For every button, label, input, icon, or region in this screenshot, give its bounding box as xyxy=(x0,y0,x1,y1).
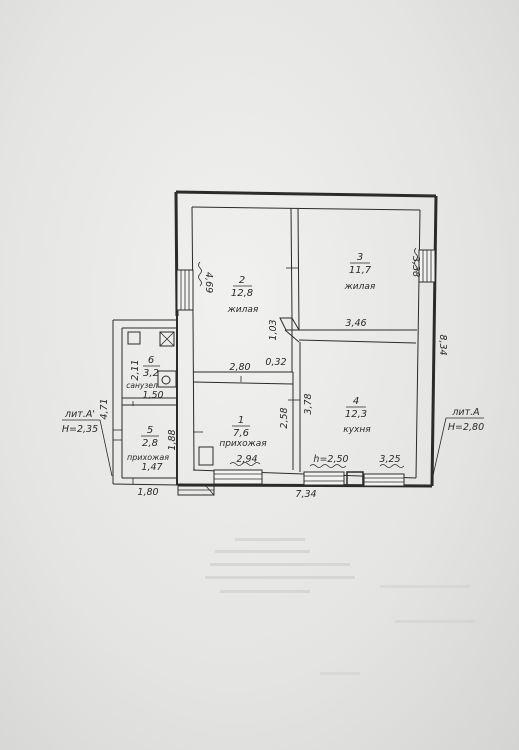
room-2-name: жилая xyxy=(227,305,259,315)
dim-1-47: 1,47 xyxy=(141,462,162,473)
room-3-number: 3 xyxy=(357,252,363,263)
show-through-texture xyxy=(205,538,475,675)
room-4-number: 4 xyxy=(353,396,359,407)
entrance-steps xyxy=(177,484,215,496)
room-2-number: 2 xyxy=(239,275,245,286)
callout-right-title: лит.А xyxy=(451,407,479,418)
stove-block xyxy=(198,446,214,466)
dim-3-46: 3,46 xyxy=(345,318,366,329)
dim-1-88: 1,88 xyxy=(167,429,178,450)
dim-h-2-50: h=2,50 xyxy=(313,454,348,465)
room-1-area: 7,6 xyxy=(233,428,249,439)
room-2-label: 2 12,8 жилая xyxy=(227,275,259,315)
dimension-labels: 4,69 3,38 3,46 1,03 0,32 8,34 2,80 2,58 … xyxy=(99,256,448,500)
callout-lit-a-prime: лит.А' H=2,35 xyxy=(62,409,98,435)
dim-8-34: 8,34 xyxy=(437,334,448,355)
room-5-area: 2,8 xyxy=(142,438,158,449)
room-5-number: 5 xyxy=(147,425,153,436)
dim-1-50: 1,50 xyxy=(142,390,163,401)
room-3-area: 11,7 xyxy=(349,265,372,276)
dim-7-34: 7,34 xyxy=(295,489,316,500)
bath-fixture xyxy=(157,370,177,388)
room-6-number: 6 xyxy=(148,355,154,366)
callout-left-height: H=2,35 xyxy=(62,424,98,435)
dim-3-78: 3,78 xyxy=(303,393,314,414)
room-1-number: 1 xyxy=(238,415,244,426)
dim-2-58: 2,58 xyxy=(279,407,290,428)
room-1-name: прихожая xyxy=(219,439,267,449)
dim-1-80: 1,80 xyxy=(137,487,158,498)
dim-2-94: 2,94 xyxy=(236,454,257,465)
dim-3-38: 3,38 xyxy=(410,256,421,277)
window-left xyxy=(176,269,194,311)
room-6-name: санузел xyxy=(126,381,158,390)
room-5-label: 5 2,8 прихожая xyxy=(127,425,169,462)
dim-4-69: 4,69 xyxy=(203,272,214,293)
window-bottom-2 xyxy=(303,471,345,486)
room-6-label: 6 3,2 санузел xyxy=(126,355,160,390)
height-wavy-marks xyxy=(198,247,418,468)
callout-right-height: H=2,80 xyxy=(448,422,484,433)
annex-walls xyxy=(112,319,215,496)
dim-2-11: 2,11 xyxy=(130,359,141,380)
room-5-name: прихожая xyxy=(127,453,169,462)
callout-left-title: лит.А' xyxy=(64,409,95,420)
room-6-area: 3,2 xyxy=(143,368,159,379)
callout-leaders xyxy=(62,417,484,481)
dimension-ticks xyxy=(132,267,300,484)
dim-0-32: 0,32 xyxy=(265,357,286,368)
chimney-block xyxy=(346,471,364,487)
window-bottom-3 xyxy=(363,473,405,487)
room-4-label: 4 12,3 кухня xyxy=(343,396,371,435)
room-4-area: 12,3 xyxy=(345,409,367,420)
windows xyxy=(176,249,436,487)
dim-2-80: 2,80 xyxy=(229,362,250,373)
window-bottom-1 xyxy=(213,469,263,485)
room-3-name: жилая xyxy=(344,282,376,292)
window-annex xyxy=(113,429,122,441)
toilet-fixture xyxy=(127,331,141,345)
dim-1-03: 1,03 xyxy=(268,319,279,340)
window-right xyxy=(418,249,436,283)
dim-3-25: 3,25 xyxy=(379,454,400,465)
sink-fixture xyxy=(159,331,175,347)
room-3-label: 3 11,7 жилая xyxy=(344,252,376,292)
dim-4-71: 4,71 xyxy=(99,398,110,419)
callout-lit-a: лит.А H=2,80 xyxy=(448,407,484,433)
room-1-label: 1 7,6 прихожая xyxy=(219,415,267,449)
main-building-walls xyxy=(174,190,438,488)
room-4-name: кухня xyxy=(343,425,371,435)
room-2-area: 12,8 xyxy=(231,288,253,299)
